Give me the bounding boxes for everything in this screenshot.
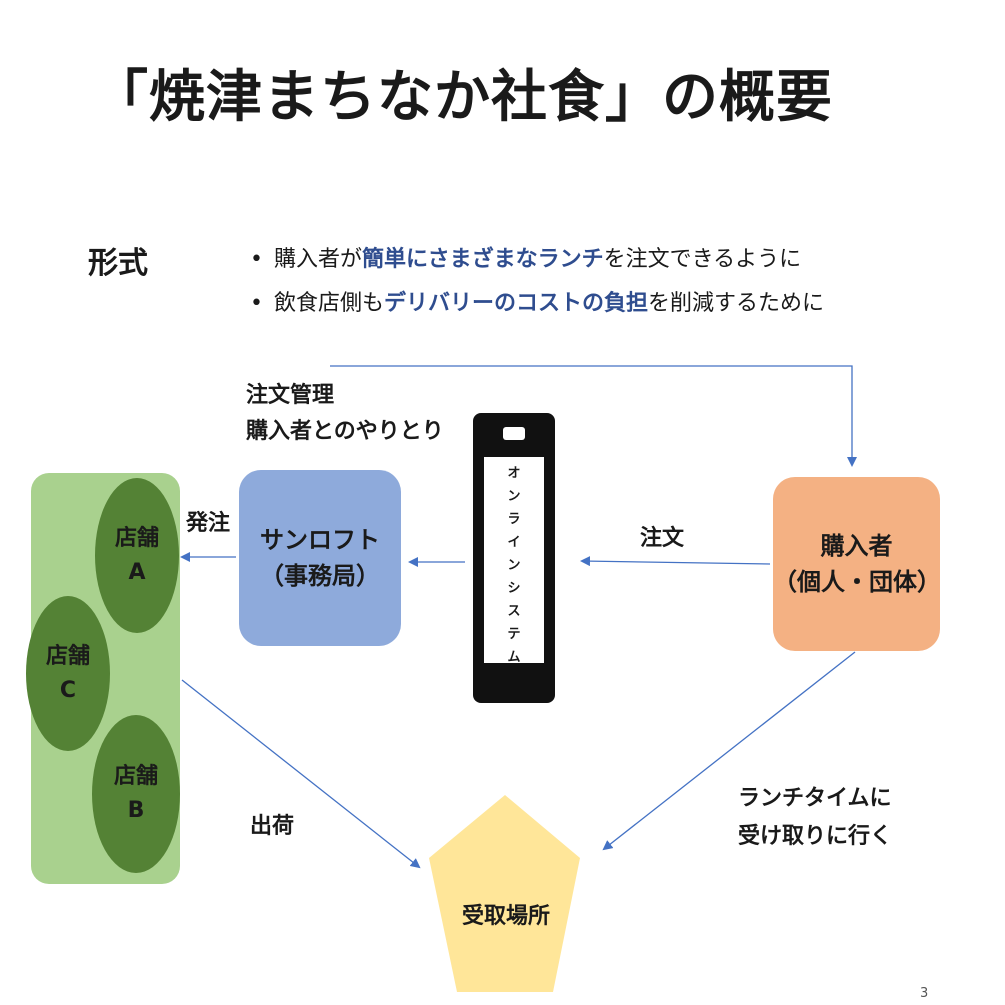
bullet-marker: • — [250, 247, 263, 272]
office-note: 注文管理 購入者とのやりとり — [246, 378, 444, 450]
pickup-note-line: 受け取りに行く — [738, 824, 893, 849]
phone-speaker — [503, 427, 525, 440]
page-title: 「焼津まちなか社食」の概要 — [92, 65, 833, 130]
office-note-line: 注文管理 — [246, 383, 335, 408]
bullet-item: • 購入者が簡単にさまざまなランチを注文できるように — [250, 238, 824, 282]
pickup-shape — [429, 795, 580, 992]
pickup-note: ランチタイムに 受け取りに行く — [738, 780, 892, 856]
store-b-letter: B — [127, 798, 145, 823]
system-char: イ — [507, 535, 521, 550]
bullet-text: を削減するために — [648, 291, 825, 316]
buyer-type: （個人・団体） — [773, 568, 941, 596]
bullet-highlight: 簡単にさまざまなランチ — [362, 247, 604, 272]
buyer-name: 購入者 — [820, 532, 893, 560]
store-c: 店舗 C — [26, 596, 110, 751]
store-c-label: 店舗 — [45, 643, 90, 669]
online-system-label: オ ン ラ イ ン シ ス テ ム — [484, 462, 544, 669]
bullet-item: • 飲食店側もデリバリーのコストの負担を削減するために — [250, 282, 824, 326]
system-char: ス — [507, 604, 521, 619]
buyer-box: 購入者 （個人・団体） — [773, 477, 941, 651]
office-note-line: 購入者とのやりとり — [246, 419, 444, 444]
store-a-letter: A — [128, 559, 146, 585]
office-box: サンロフト （事務局） — [239, 470, 401, 646]
pickup-label: 受取場所 — [461, 904, 550, 929]
system-char: ン — [507, 558, 521, 573]
bullet-highlight: デリバリーのコストの負担 — [384, 291, 649, 316]
order-label: 注文 — [640, 526, 685, 551]
store-a-label: 店舗 — [114, 525, 159, 551]
bullet-text: を注文できるように — [603, 247, 802, 272]
ship-label: 出荷 — [250, 814, 295, 839]
bullet-marker: • — [250, 291, 263, 316]
place-order-label: 発注 — [186, 511, 231, 536]
page-number: 3 — [920, 986, 929, 1001]
pickup-note-line: ランチタイムに — [738, 786, 892, 811]
arrow-buyer-to-pickup — [602, 651, 856, 851]
system-char: シ — [507, 581, 521, 596]
system-char: オ — [507, 466, 521, 481]
phone-screen — [484, 457, 544, 663]
system-char: ム — [507, 650, 521, 665]
store-b: 店舗 B — [92, 715, 180, 873]
system-char: ン — [507, 489, 521, 504]
format-label: 形式 — [88, 246, 148, 281]
store-c-letter: C — [59, 677, 77, 703]
format-bullets: • 購入者が簡単にさまざまなランチを注文できるように • 飲食店側もデリバリーのコス… — [250, 238, 824, 326]
store-a: 店舗 A — [95, 478, 179, 633]
system-char: ラ — [507, 512, 521, 527]
arrow-office-to-buyer — [330, 365, 857, 467]
arrow-buyer-to-system — [580, 556, 771, 567]
office-role: （事務局） — [260, 562, 380, 590]
store-b-label: 店舗 — [113, 764, 158, 789]
arrow-store-to-pickup — [181, 679, 421, 869]
bullet-text: 飲食店側も — [274, 291, 385, 316]
bullet-text: 購入者が — [274, 247, 363, 272]
office-name: サンロフト — [260, 526, 380, 554]
system-char: テ — [507, 627, 521, 642]
